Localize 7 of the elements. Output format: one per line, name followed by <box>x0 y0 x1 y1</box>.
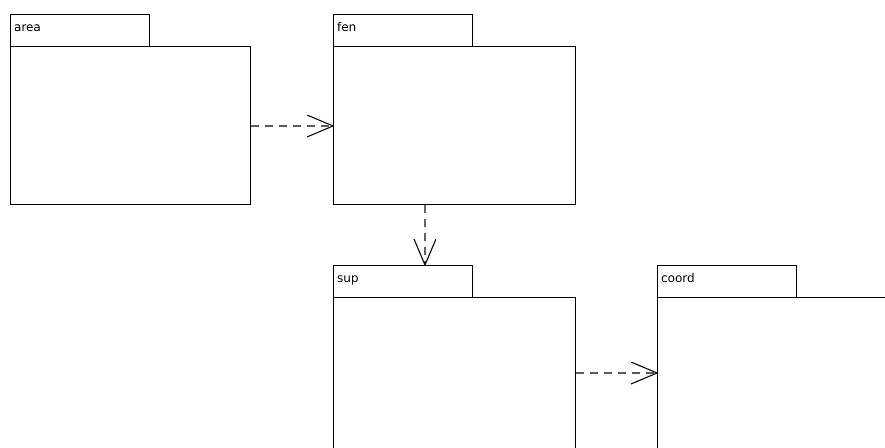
package-tab: fen <box>333 14 473 46</box>
dependency-arrow <box>576 361 658 385</box>
dependency-arrow <box>413 205 437 266</box>
package-tab: area <box>10 14 150 46</box>
dependency-arrow <box>251 114 334 138</box>
package-tab: coord <box>657 265 797 297</box>
package-tab: sup <box>333 265 473 297</box>
